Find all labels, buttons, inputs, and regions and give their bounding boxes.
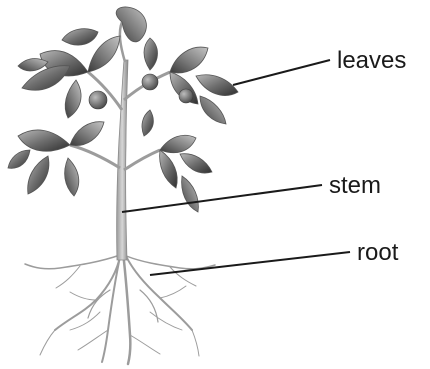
label-leaves: leaves bbox=[337, 47, 406, 74]
leader-line-root bbox=[150, 252, 350, 275]
fruit bbox=[89, 91, 107, 109]
label-stem: stem bbox=[329, 172, 381, 199]
leader-line-stem bbox=[122, 185, 322, 212]
leader-line-leaves bbox=[233, 60, 330, 85]
fruit bbox=[142, 74, 158, 90]
label-root: root bbox=[357, 239, 399, 266]
fruit bbox=[179, 89, 193, 103]
root-system bbox=[25, 252, 215, 364]
